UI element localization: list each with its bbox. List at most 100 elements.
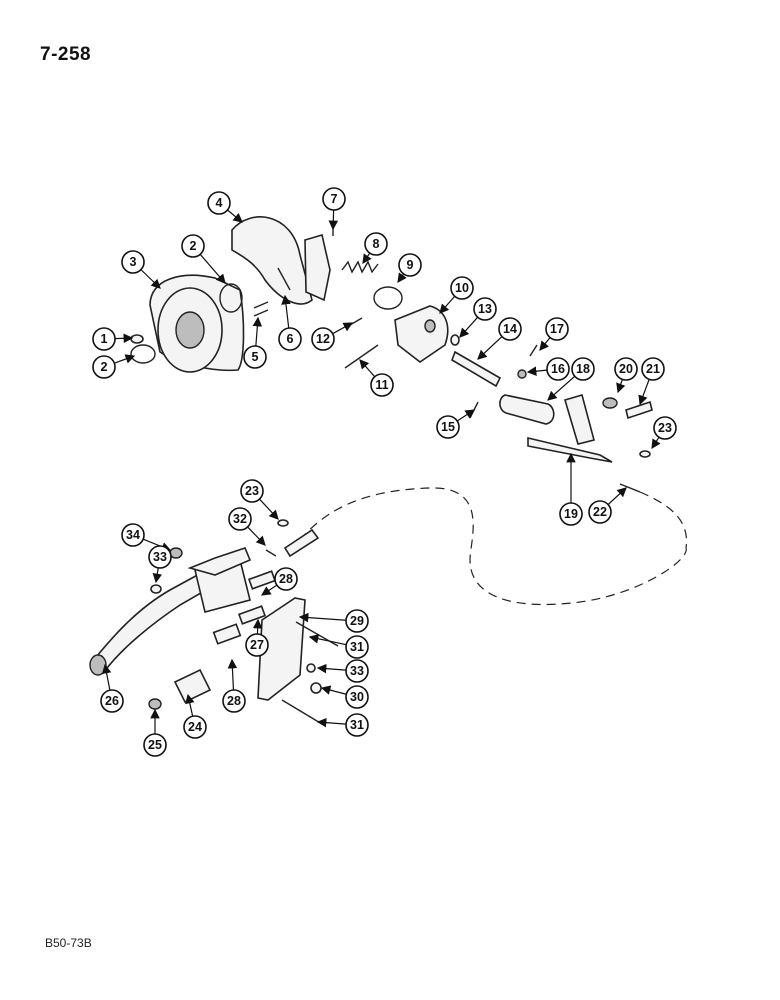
- callout-circle: [121, 250, 145, 274]
- callout-number: 25: [148, 738, 162, 752]
- callout-circle: [450, 276, 474, 300]
- callout-circle: [641, 357, 665, 381]
- callout-number: 31: [350, 640, 364, 654]
- callout-number: 19: [564, 507, 578, 521]
- cable-end-22: [619, 483, 641, 493]
- pin-11: [344, 344, 379, 369]
- leader-line: [459, 316, 479, 338]
- leader-line: [359, 359, 376, 378]
- callout-circle: [571, 357, 595, 381]
- leader-line: [439, 295, 456, 314]
- callout-circle: [121, 523, 145, 547]
- leader-line: [114, 333, 134, 344]
- mounting-plate-29: [257, 597, 306, 701]
- callout-1: 1: [92, 327, 116, 351]
- callout-number: 12: [316, 332, 330, 346]
- callout-circle: [222, 689, 246, 713]
- callout-number: 10: [455, 281, 469, 295]
- callout-number: 16: [551, 362, 565, 376]
- callout-circle: [240, 479, 264, 503]
- leader-line: [101, 663, 112, 691]
- callout-circle: [436, 415, 460, 439]
- leader-line: [320, 685, 347, 695]
- callout-number: 9: [407, 258, 414, 272]
- callout-circle: [614, 357, 638, 381]
- callout-circle: [345, 713, 369, 737]
- leader-line: [308, 634, 347, 646]
- callout-circle: [546, 357, 570, 381]
- clevis-24: [173, 668, 212, 704]
- nut-16: [517, 369, 527, 379]
- callout-18: 18: [571, 357, 595, 381]
- callout-circle: [653, 416, 677, 440]
- callout-25: 25: [143, 733, 167, 757]
- callout-circle: [473, 297, 497, 321]
- callout-number: 3: [130, 255, 137, 269]
- callout-29: 29: [345, 609, 369, 633]
- callout-number: 14: [503, 322, 517, 336]
- clip-23-top: [639, 450, 651, 458]
- callout-number: 29: [350, 614, 364, 628]
- page-number: 7-258: [40, 44, 92, 65]
- callout-circle: [183, 715, 207, 739]
- upper-plate: [187, 547, 252, 576]
- callout-circle: [559, 502, 583, 526]
- cable-end-line: [639, 491, 688, 549]
- spring: [341, 260, 379, 274]
- callout-circle: [245, 633, 269, 657]
- leader-line: [397, 272, 407, 283]
- callout-circle: [322, 187, 346, 211]
- bolt-21: [625, 400, 653, 420]
- pin-17: [529, 344, 538, 357]
- callout-33: 33: [148, 545, 172, 569]
- callout-13: 13: [473, 297, 497, 321]
- band-bracket: [304, 233, 331, 302]
- mounting-bracket: [527, 394, 613, 463]
- washer-33a: [150, 584, 162, 594]
- callout-20: 20: [614, 357, 638, 381]
- callout-circle: [345, 685, 369, 709]
- washer-13: [450, 334, 460, 346]
- callout-33: 33: [345, 659, 369, 683]
- leader-line: [281, 294, 291, 329]
- callout-number: 2: [101, 360, 108, 374]
- callout-circle: [311, 327, 335, 351]
- callout-number: 6: [287, 332, 294, 346]
- callout-27: 27: [245, 633, 269, 657]
- brake-drum: [149, 274, 245, 373]
- callout-number: 31: [350, 718, 364, 732]
- callout-circle: [345, 609, 369, 633]
- leader-line: [362, 252, 372, 264]
- callout-circle: [364, 232, 388, 256]
- callout-34: 34: [121, 523, 145, 547]
- callout-number: 15: [441, 420, 455, 434]
- callout-31: 31: [345, 635, 369, 659]
- callout-number: 22: [593, 505, 607, 519]
- callout-number: 1: [101, 332, 108, 346]
- bolt-32: [265, 549, 277, 557]
- callout-3: 3: [121, 250, 145, 274]
- leader-lines: [101, 209, 661, 734]
- callout-circle: [370, 373, 394, 397]
- callout-2: 2: [92, 355, 116, 379]
- callout-circle: [345, 659, 369, 683]
- callout-circle: [207, 191, 231, 215]
- callout-23: 23: [240, 479, 264, 503]
- leader-line: [616, 379, 626, 394]
- clip-23-bottom: [277, 519, 289, 527]
- figure-code: B50-73B: [45, 936, 92, 950]
- cable-path: [299, 487, 687, 606]
- callout-19: 19: [559, 502, 583, 526]
- leader-line: [261, 584, 278, 596]
- callout-circle: [228, 507, 252, 531]
- callout-30: 30: [345, 685, 369, 709]
- callout-number: 8: [373, 237, 380, 251]
- washer-33b: [306, 663, 316, 673]
- leader-line: [114, 354, 136, 364]
- pin-12: [349, 317, 363, 326]
- callout-circle: [545, 317, 569, 341]
- callout-24: 24: [183, 715, 207, 739]
- callout-23: 23: [653, 416, 677, 440]
- callout-number: 2: [190, 239, 197, 253]
- callout-14: 14: [498, 317, 522, 341]
